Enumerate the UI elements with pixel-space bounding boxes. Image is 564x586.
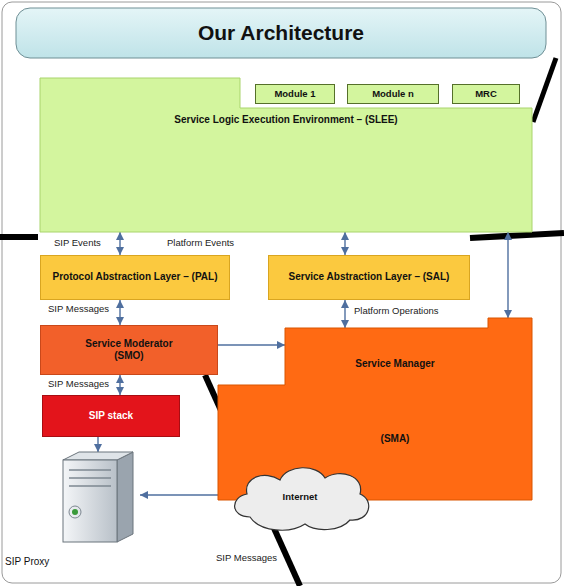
node-label: SIP Proxy bbox=[5, 556, 75, 569]
edge-label: SIP Messages bbox=[46, 303, 111, 314]
connector-arrow bbox=[344, 232, 345, 255]
cloud-shape bbox=[235, 468, 369, 530]
annotation-stroke bbox=[0, 234, 38, 240]
node-label: Protocol Abstraction Layer – (PAL) bbox=[52, 271, 217, 284]
sma-outline bbox=[218, 318, 532, 500]
connector-arrow bbox=[119, 232, 120, 255]
layer-box: Protocol Abstraction Layer – (PAL) bbox=[40, 255, 230, 300]
connector-arrow bbox=[507, 232, 508, 318]
edge-label: SIP Messages bbox=[46, 378, 111, 389]
edge-label: Platform Events bbox=[165, 237, 236, 248]
annotation-stroke bbox=[470, 233, 564, 238]
node-label: Service Manager bbox=[350, 358, 440, 371]
node-label: Service Logic Execution Environment – (S… bbox=[174, 114, 397, 127]
l-shape bbox=[40, 78, 532, 232]
edge-label: SIP Messages bbox=[214, 552, 279, 563]
connector-arrow bbox=[97, 437, 98, 452]
module-box: Module 1 bbox=[255, 84, 335, 104]
connector-arrow bbox=[119, 300, 120, 325]
node-label: Service Moderator (SMO) bbox=[72, 338, 187, 363]
node-label: Module n bbox=[372, 88, 414, 100]
l-shape bbox=[218, 318, 532, 500]
connector-arrow bbox=[119, 375, 120, 395]
layer-box: Service Abstraction Layer – (SAL) bbox=[268, 255, 470, 300]
connector-arrow bbox=[344, 300, 345, 328]
edge-label: SIP Events bbox=[52, 237, 103, 248]
node-label: Internet bbox=[283, 491, 318, 503]
module-box: MRC bbox=[452, 84, 520, 104]
node-sublabel: (SMA) bbox=[350, 433, 440, 446]
title-box bbox=[16, 8, 546, 58]
edge-label: Platform Operations bbox=[352, 305, 440, 316]
manager-region: Service Manager (SMA) bbox=[218, 318, 532, 500]
node-label: Service Abstraction Layer – (SAL) bbox=[289, 271, 450, 284]
stack-box: SIP stack bbox=[42, 395, 180, 437]
connector-arrow bbox=[218, 344, 285, 345]
server-node: SIP Proxy bbox=[5, 450, 140, 578]
annotation-stroke bbox=[533, 58, 556, 122]
server-icon bbox=[63, 452, 133, 542]
cloud-node: Internet bbox=[225, 462, 375, 532]
diagram-title: Our Architecture bbox=[16, 8, 546, 58]
moderator-box: Service Moderator (SMO) bbox=[40, 325, 218, 375]
node-label: Module 1 bbox=[274, 88, 315, 100]
node-label: MRC bbox=[475, 88, 497, 100]
module-box: Module n bbox=[347, 84, 439, 104]
node-label: SIP stack bbox=[89, 410, 133, 423]
